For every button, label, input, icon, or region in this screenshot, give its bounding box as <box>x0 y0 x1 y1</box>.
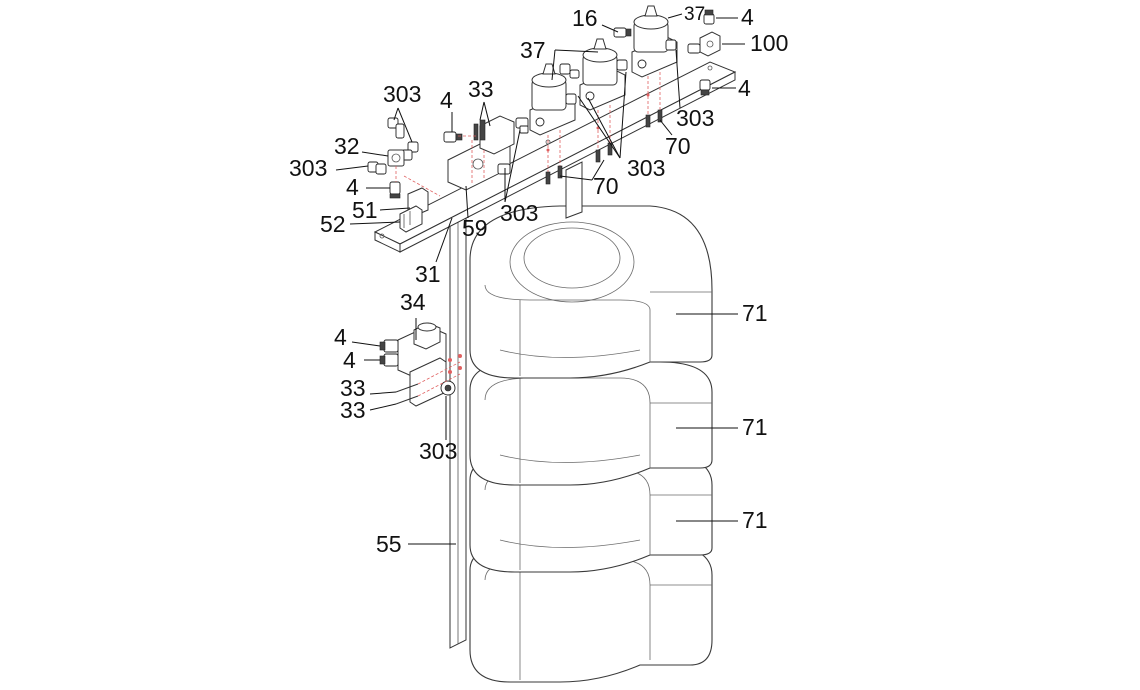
fitting-303-valve-a <box>559 63 580 79</box>
callout-303-lower: 303 <box>419 438 457 464</box>
callout-4-upper: 4 <box>440 87 453 113</box>
support-post <box>449 213 467 649</box>
valve-block-59 <box>443 115 515 191</box>
callout-4-left: 4 <box>346 174 359 200</box>
callout-33-lower-a: 33 <box>340 375 366 401</box>
callout-33-lower-b: 33 <box>340 397 366 423</box>
callout-70-mid: 70 <box>593 173 619 199</box>
callout-37-top: 37 <box>684 4 705 25</box>
callout-71-b: 71 <box>742 414 768 440</box>
callout-4-lower-b: 4 <box>343 347 356 373</box>
callout-303-center: 303 <box>627 155 665 181</box>
callout-33-upper: 33 <box>468 76 494 102</box>
callout-303-upper-left: 303 <box>383 81 421 107</box>
callout-52: 52 <box>320 211 346 237</box>
callout-16: 16 <box>572 5 598 31</box>
tank-1 <box>469 205 713 379</box>
fitting-303-valve-b <box>616 59 628 71</box>
callout-4-lower-a: 4 <box>334 324 347 350</box>
callout-34: 34 <box>400 289 426 315</box>
fitting-303-left-valve <box>515 117 529 134</box>
clip-52 <box>399 205 423 233</box>
callout-31: 31 <box>415 261 441 287</box>
tank-stack <box>469 205 713 683</box>
riser-pipe <box>565 161 583 219</box>
fitting-303-top <box>387 117 405 139</box>
solenoid-valve-middle <box>579 38 626 111</box>
callout-303-right: 303 <box>676 105 714 131</box>
callout-59: 59 <box>462 215 488 241</box>
solenoid-valve-left <box>529 63 576 136</box>
upper-fittings <box>515 27 677 134</box>
fitting-4-left <box>389 181 401 199</box>
fitting-303-left <box>367 161 387 175</box>
callout-100: 100 <box>750 30 788 56</box>
lower-valve-34 <box>379 322 462 407</box>
manifold-rail <box>373 61 737 253</box>
callout-303-left: 303 <box>289 155 327 181</box>
callout-4-right: 4 <box>738 75 751 101</box>
leader-lines <box>335 13 745 545</box>
tee-block-100 <box>687 9 721 96</box>
callout-303-mid: 303 <box>500 200 538 226</box>
callout-51: 51 <box>352 197 378 223</box>
callout-70-right: 70 <box>665 133 691 159</box>
fitting-303-valve-d <box>565 93 577 105</box>
callout-55: 55 <box>376 531 402 557</box>
callout-71-a: 71 <box>742 300 768 326</box>
callout-37-left: 37 <box>520 37 546 63</box>
left-fitting-cluster <box>367 117 441 233</box>
tee-32 <box>387 149 405 167</box>
callout-32: 32 <box>334 133 360 159</box>
callout-4-top-right: 4 <box>741 4 754 30</box>
fitting-16 <box>613 27 632 38</box>
fitting-303-valve-c <box>665 39 677 51</box>
callout-71-c: 71 <box>742 507 768 533</box>
mounting-screws-70 <box>545 72 663 185</box>
callout-labels: 16 37 4 100 37 4 303 4 33 303 32 70 303 … <box>289 4 788 557</box>
tank-2 <box>469 361 713 486</box>
